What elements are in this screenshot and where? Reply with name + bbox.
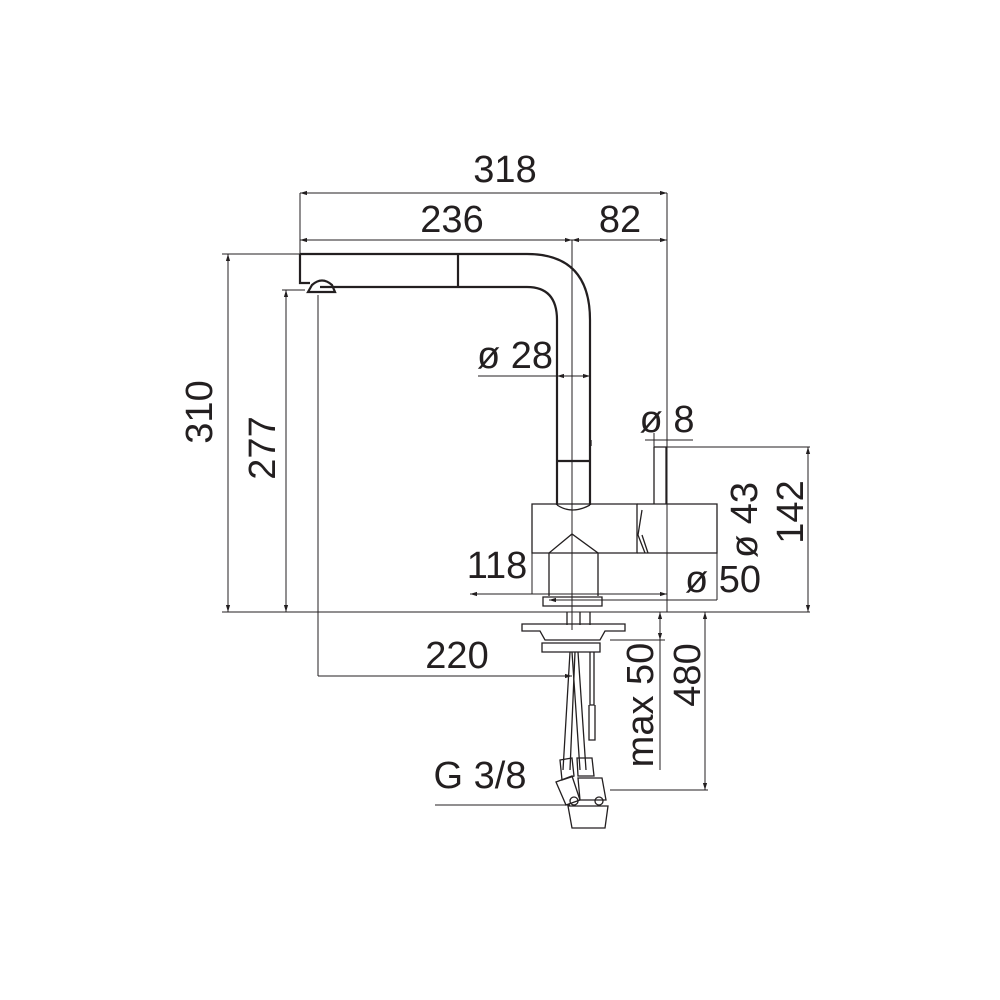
dim-spout-reach: 236 [420,199,483,241]
dim-max-deck-thickness: max 50 [620,643,662,768]
dim-lever-diameter: ø 8 [640,399,695,441]
dim-spout-diameter: ø 28 [477,335,553,377]
dim-outlet-height: 277 [242,416,284,479]
dim-overall-height: 310 [179,380,221,443]
dim-body-width: 118 [467,545,528,587]
dim-body-height: 142 [770,480,812,543]
dim-overall-width: 318 [473,149,536,191]
dim-connection-thread: G 3/8 [434,755,527,797]
dim-hose-length: 480 [667,643,709,706]
dim-body-diameter-43: ø 43 [724,482,766,558]
dimension-lines [222,190,811,806]
dim-outlet-to-center: 220 [425,635,488,677]
dim-base-diameter: ø 50 [685,559,761,601]
dim-rear-width: 82 [599,199,641,241]
